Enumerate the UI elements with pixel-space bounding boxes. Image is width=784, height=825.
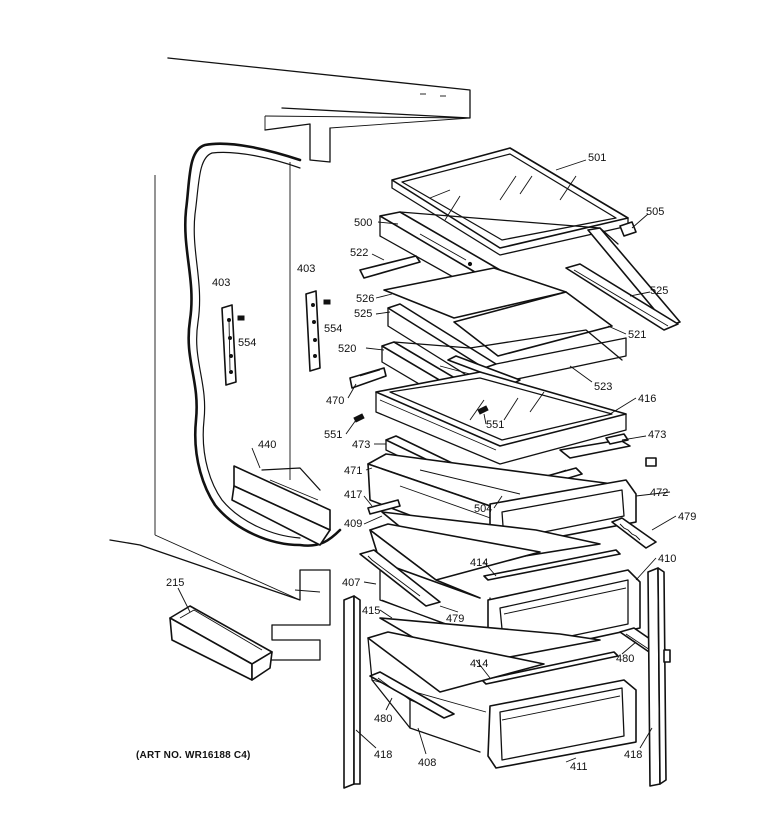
- label-415: 415: [362, 605, 380, 617]
- label-525-mid: 525: [354, 308, 372, 320]
- label-440: 440: [258, 439, 276, 451]
- label-479-right: 479: [678, 511, 696, 523]
- label-411: 411: [570, 761, 588, 773]
- part-473-right: [559, 433, 657, 467]
- part-215-bin: [169, 605, 273, 681]
- part-414-trim-lower: [481, 651, 619, 685]
- part-525-rail-right: [565, 263, 679, 331]
- label-554-right: 554: [324, 323, 342, 335]
- label-471: 471: [344, 465, 362, 477]
- label-408: 408: [418, 757, 436, 769]
- door-gasket: [184, 142, 342, 547]
- label-417: 417: [344, 489, 362, 501]
- part-480-slide-left: [369, 671, 455, 719]
- label-414-upper: 414: [470, 557, 488, 569]
- label-418-right: 418: [624, 749, 642, 761]
- label-418-left: 418: [374, 749, 392, 761]
- label-525-top: 525: [650, 285, 668, 297]
- part-414-trim-upper: [483, 549, 621, 581]
- part-470-bracket: [349, 367, 387, 389]
- part-417-slide: [367, 499, 401, 515]
- part-479-slide-right: [611, 517, 657, 549]
- cabinet-outline: [109, 57, 471, 661]
- part-521-glass: [453, 291, 613, 357]
- label-554-left: 554: [238, 337, 256, 349]
- part-501-glass-shelf: [391, 147, 629, 256]
- label-520: 520: [338, 343, 356, 355]
- label-215: 215: [166, 577, 184, 589]
- label-407: 407: [342, 577, 360, 589]
- part-522-rail: [359, 255, 421, 279]
- label-403-left: 403: [212, 277, 230, 289]
- label-500: 500: [354, 217, 372, 229]
- label-526: 526: [356, 293, 374, 305]
- label-416: 416: [638, 393, 656, 405]
- label-470: 470: [326, 395, 344, 407]
- part-500-frame: [379, 211, 681, 327]
- art-number-caption: (ART NO. WR16188 C4): [136, 750, 251, 761]
- label-473-left: 473: [352, 439, 370, 451]
- label-551-right: 551: [486, 419, 504, 431]
- label-403-right: 403: [297, 263, 315, 275]
- label-414-lower: 414: [470, 658, 488, 670]
- part-479-slide-left: [359, 549, 441, 607]
- label-501: 501: [588, 152, 606, 164]
- label-521: 521: [628, 329, 646, 341]
- part-551-screw-b: [477, 405, 489, 415]
- label-479-left: 479: [446, 613, 464, 625]
- label-505: 505: [646, 206, 664, 218]
- label-480-left: 480: [374, 713, 392, 725]
- part-440-cover: [231, 465, 331, 546]
- shelf-rail-right: [305, 290, 331, 372]
- label-523: 523: [594, 381, 612, 393]
- part-labels: 501 505 500 522 525 526 525 554 554 403 …: [166, 152, 696, 773]
- label-504: 504: [474, 503, 492, 515]
- part-525-frame: [387, 303, 627, 387]
- part-418-rail-left: [343, 595, 361, 789]
- label-409: 409: [344, 518, 362, 530]
- label-410: 410: [658, 553, 676, 565]
- part-416-shelf: [375, 371, 627, 465]
- label-472: 472: [650, 487, 668, 499]
- label-522: 522: [350, 247, 368, 259]
- label-480-right: 480: [616, 653, 634, 665]
- part-418-rail-right: [647, 567, 671, 787]
- leader-lines: [177, 159, 677, 763]
- label-473-right: 473: [648, 429, 666, 441]
- shelf-rail-left: [221, 304, 245, 386]
- part-505-clip: [619, 221, 637, 237]
- label-551-left: 551: [324, 429, 342, 441]
- part-411-drawer-front: [487, 679, 637, 769]
